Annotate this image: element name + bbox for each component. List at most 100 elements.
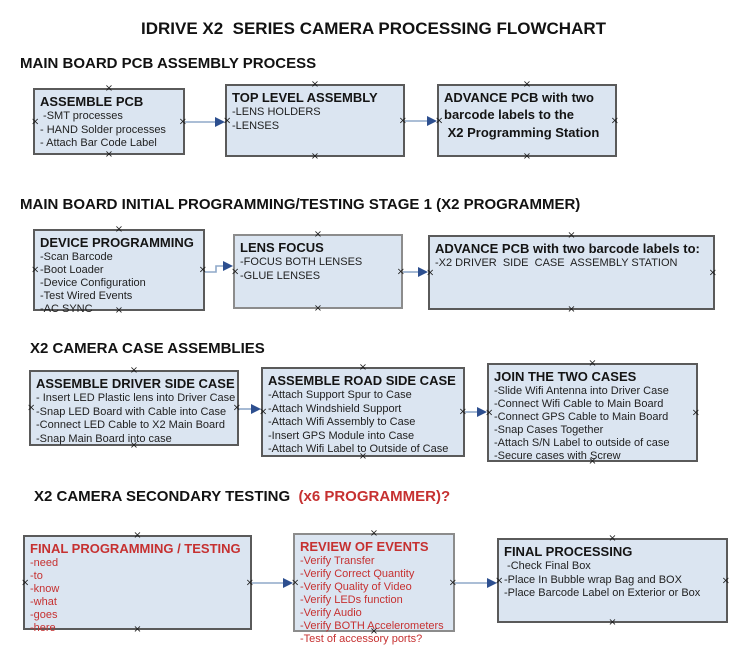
anchor-marker: × [245, 577, 254, 588]
anchor-marker: × [485, 407, 494, 418]
anchor-marker: × [522, 151, 532, 162]
flow-box-assemble-road-side-case: ASSEMBLE ROAD SIDE CASE -Attach Support … [259, 363, 467, 462]
box-item: -Device Configuration [40, 277, 146, 289]
box-title: JOIN THE TWO CASES [494, 369, 637, 384]
box-item: -Attach Wifi Label to Outside of Case [268, 443, 449, 455]
flow-box-top-level-assembly: TOP LEVEL ASSEMBLY -LENS HOLDERS -LENSES… [223, 80, 407, 162]
box-item: -Verify Correct Quantity [300, 568, 415, 580]
anchor-marker: × [567, 230, 576, 241]
box-item: -Connect GPS Cable to Main Board [494, 411, 669, 423]
anchor-marker: × [31, 116, 40, 127]
box-title: FINAL PROGRAMMING / TESTING [30, 541, 241, 556]
box-item: -Attach Windshield Support [268, 402, 402, 415]
box-item: - Attach Bar Code Label [40, 137, 157, 149]
anchor-marker: × [178, 116, 187, 127]
anchor-marker: × [133, 624, 142, 635]
anchor-marker: × [21, 577, 30, 588]
anchor-marker: × [458, 406, 467, 418]
flow-box-advance-pcb-to-driver-side-station: ADVANCE PCB with two barcode labels to: … [426, 231, 717, 315]
box-title: ASSEMBLE DRIVER SIDE CASE [36, 376, 235, 391]
box-item: -know [30, 583, 60, 595]
flow-box-device-programming: DEVICE PROGRAMMING -Scan Barcode -Boot L… [31, 225, 207, 316]
anchor-marker: × [231, 266, 240, 277]
box-item: -Place Barcode Label on Exterior or Box [504, 587, 701, 599]
anchor-marker: × [232, 402, 241, 414]
flow-box-assemble-driver-side-case: ASSEMBLE DRIVER SIDE CASE - Insert LED P… [27, 366, 241, 451]
box-item: -Verify Transfer [300, 555, 375, 567]
box-title: DEVICE PROGRAMMING [40, 235, 194, 250]
box-title: TOP LEVEL ASSEMBLY [232, 90, 378, 105]
anchor-marker: × [291, 577, 300, 588]
anchor-marker: × [358, 451, 368, 462]
section-heading-black-part: X2 CAMERA SECONDARY TESTING [34, 488, 291, 505]
box-item: -AC SYNC [40, 303, 93, 315]
flow-arrow-pcb-to-top-level [185, 117, 225, 127]
box-item: -LENS HOLDERS [232, 106, 321, 118]
flow-arrow-review-to-final-processing [455, 578, 497, 588]
section-heading-secondary-testing: X2 CAMERA SECONDARY TESTING (x6 PROGRAMM… [34, 488, 450, 505]
box-item: -Attach Wifi Assembly to Case [268, 416, 416, 428]
box-title: LENS FOCUS [240, 240, 324, 255]
box-item: -LENSES [232, 119, 280, 132]
flow-box-advance-pcb-to-programming-station: ADVANCE PCB with two barcode labels to t… [435, 80, 619, 162]
box-title: ADVANCE PCB with two [444, 90, 594, 105]
box-item: -Verify LEDs function [300, 594, 403, 606]
flow-arrow-lens-focus-to-advance [403, 267, 428, 277]
box-item: -Connect Wifi Cable to Main Board [494, 398, 664, 410]
box-item: -GLUE LENSES [240, 269, 321, 282]
anchor-marker: × [358, 362, 368, 373]
anchor-marker: × [691, 407, 700, 418]
anchor-marker: × [721, 575, 730, 586]
box-item: X2 Programming Station [444, 125, 600, 140]
box-item: -Verify Quality of Video [300, 581, 412, 593]
anchor-marker: × [310, 79, 320, 90]
anchor-marker: × [522, 79, 532, 90]
anchor-marker: × [608, 617, 617, 628]
anchor-marker: × [198, 264, 207, 276]
section-heading-red-part: (x6 PROGRAMMER)? [290, 488, 451, 505]
box-item: -to [30, 570, 43, 582]
box-item: - HAND Solder processes [40, 123, 166, 136]
anchor-marker: × [398, 115, 407, 126]
flow-arrow-top-level-to-advance [405, 116, 437, 126]
flow-arrow-driver-case-to-road-case [239, 404, 261, 414]
anchor-marker: × [448, 577, 457, 588]
anchor-marker: × [129, 440, 139, 451]
anchor-marker: × [259, 406, 268, 418]
box-item: -Verify BOTH Accelerometers [300, 620, 444, 632]
box-item: -need [30, 557, 59, 569]
anchor-marker: × [114, 305, 124, 316]
box-item: -Snap Main Board into case [36, 432, 172, 445]
box-item: -Place In Bubble wrap Bag and BOX [504, 573, 682, 586]
box-item: -SMT processes [40, 110, 123, 122]
box-item: -Test Wired Events [40, 290, 133, 302]
flow-box-review-of-events: REVIEW OF EVENTS -Verify Transfer -Verif… [291, 529, 457, 646]
anchor-marker: × [223, 115, 232, 126]
box-item: -Snap Cases Together [494, 424, 604, 436]
anchor-marker: × [588, 358, 597, 369]
flow-box-lens-focus: LENS FOCUS -FOCUS BOTH LENSES -GLUE LENS… [231, 230, 405, 314]
flow-box-final-programming-testing: FINAL PROGRAMMING / TESTING -need -to -k… [21, 531, 254, 635]
box-title: ASSEMBLE ROAD SIDE CASE [268, 373, 456, 388]
box-item: -FOCUS BOTH LENSES [240, 256, 363, 268]
box-item: -Snap LED Board with Cable into Case [36, 405, 227, 418]
box-item: -Attach Support Spur to Case [268, 389, 412, 401]
anchor-marker: × [708, 267, 717, 278]
box-item: -Boot Loader [40, 264, 104, 276]
box-title: FINAL PROCESSING [504, 544, 633, 559]
anchor-marker: × [310, 151, 320, 162]
box-item: -what [30, 596, 57, 608]
box-item: -X2 DRIVER SIDE CASE ASSEMBLY STATION [435, 257, 678, 269]
box-item: -Insert GPS Module into Case [268, 429, 415, 442]
box-item: -Slide Wifi Antenna into Driver Case [494, 385, 669, 397]
flowchart-title: IDRIVE X2 SERIES CAMERA PROCESSING FLOWC… [140, 19, 607, 38]
anchor-marker: × [133, 530, 142, 541]
flow-box-assemble-pcb: ASSEMBLE PCB -SMT processes - HAND Solde… [31, 84, 187, 160]
section-heading-case-assemblies: X2 CAMERA CASE ASSEMBLIES [30, 340, 265, 357]
box-item: -Attach S/N Label to outside of case [494, 437, 670, 449]
anchor-marker: × [608, 533, 617, 544]
anchor-marker: × [610, 115, 619, 126]
anchor-marker: × [27, 402, 36, 414]
anchor-marker: × [426, 267, 435, 278]
